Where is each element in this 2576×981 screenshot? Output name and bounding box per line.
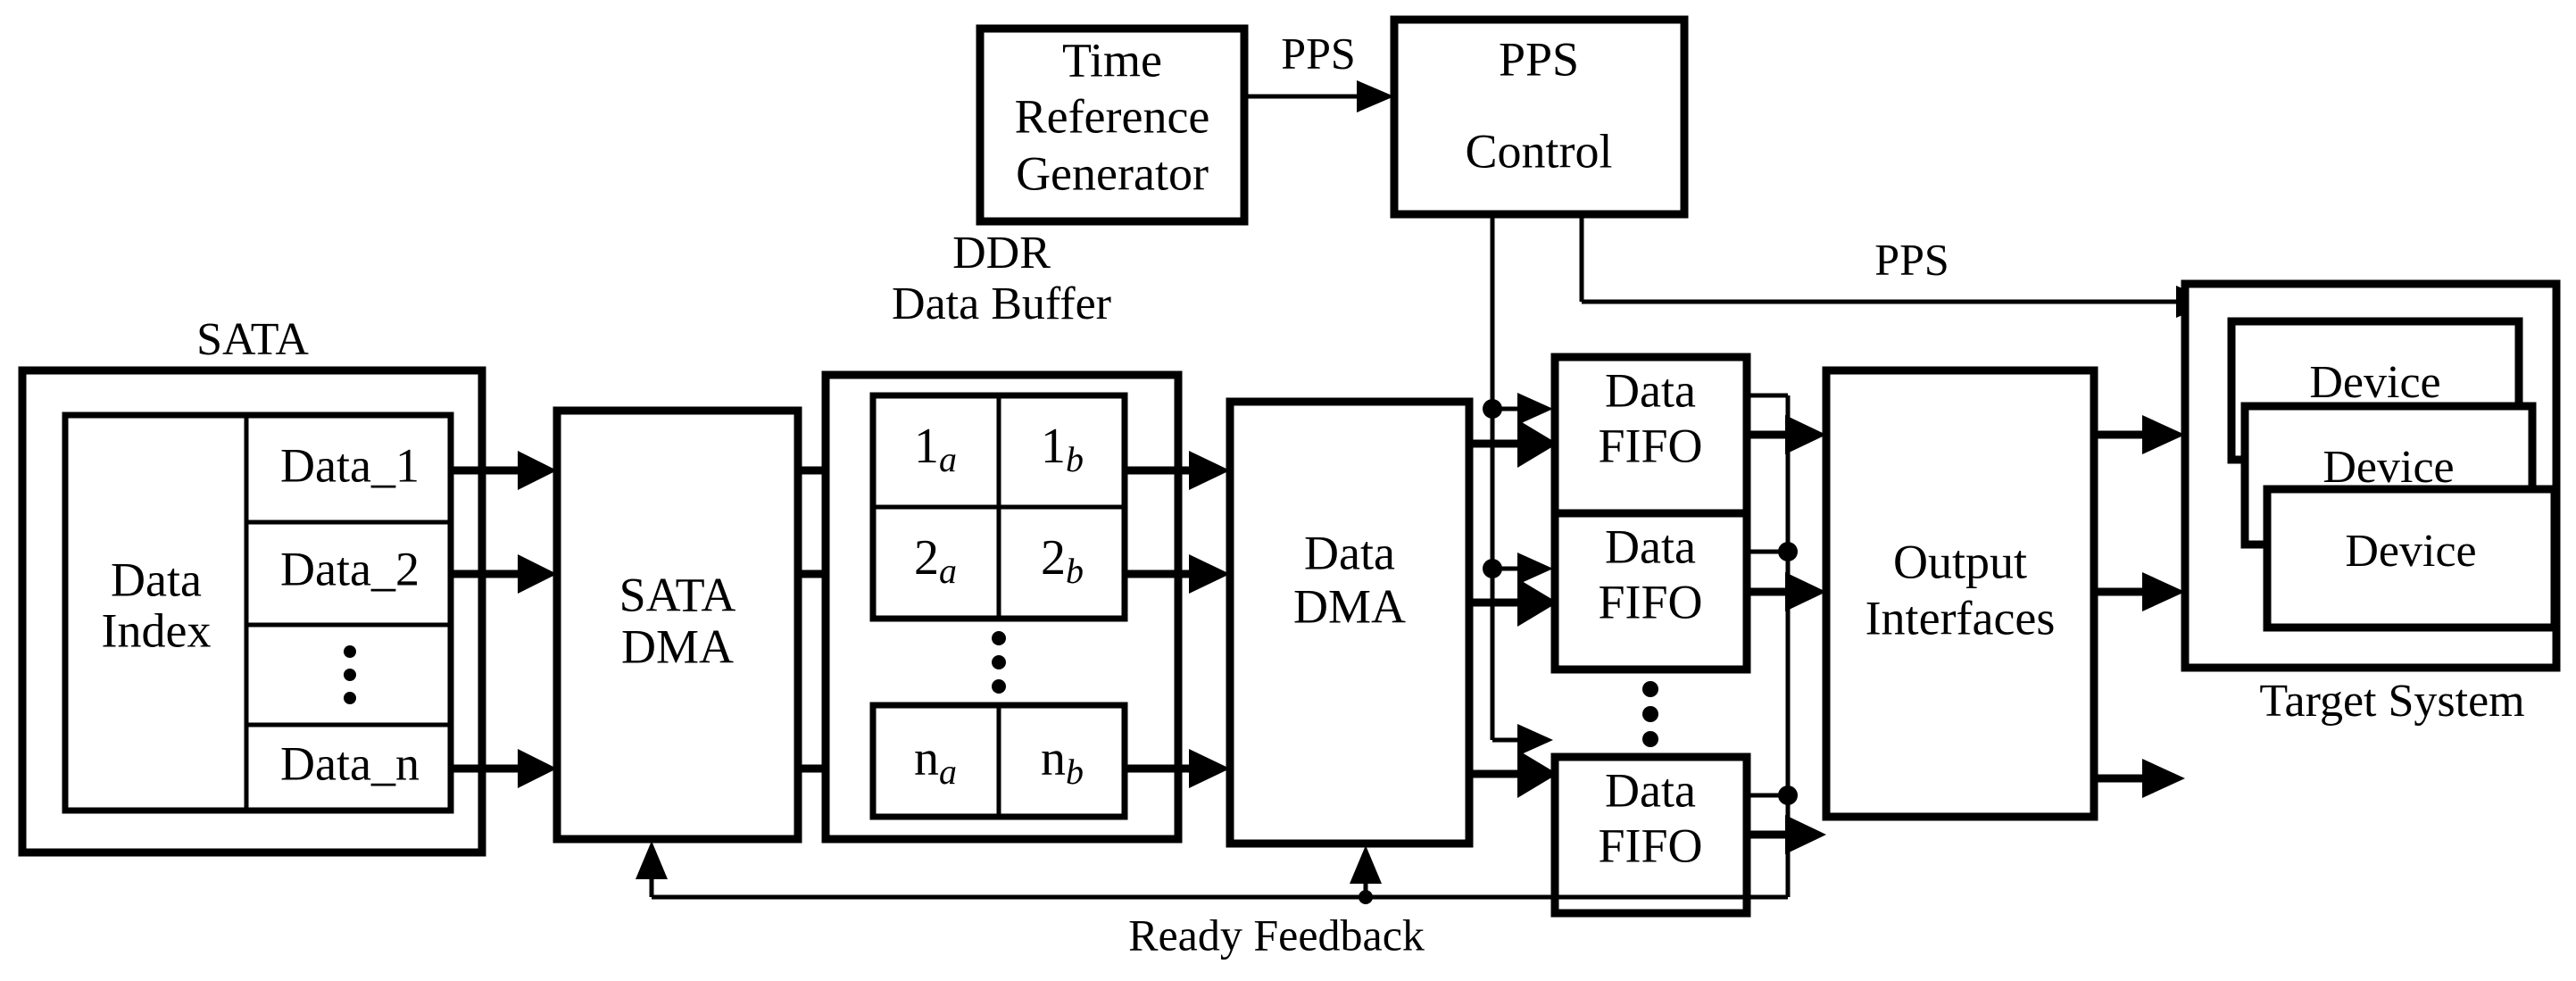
data-fifo-group: Data FIFO Data FIFO Data FIFO	[1550, 353, 1751, 918]
pps-control-line2: Control	[1465, 124, 1612, 178]
time-reference-generator-group: Time Reference Generator	[976, 24, 1249, 226]
target-device-label-1: Device	[2309, 357, 2440, 408]
data-fifo-3-line2: FIFO	[1598, 819, 1702, 872]
sata-data-index-line1: Data	[111, 553, 202, 606]
target-device-box-3	[2263, 485, 2559, 632]
data-dma-to-fifo-wires	[1469, 420, 1558, 798]
sata-block-group: SATA Data Index Data_1 Data_2 Data_n	[18, 314, 486, 857]
ddr-cell-nb: nb	[1041, 731, 1084, 792]
ready-feedback-junction-dot	[1359, 890, 1373, 904]
data-fifo-3-line1: Data	[1605, 763, 1696, 817]
ddr-to-data-dma-wires	[1125, 451, 1230, 788]
sata-label: SATA	[196, 314, 309, 365]
data-fifo-2-line2: FIFO	[1598, 575, 1702, 628]
sata-dma-line2: DMA	[621, 619, 734, 673]
sata-data-index-line2: Index	[102, 603, 212, 657]
output-interfaces-group: Output Interfaces	[1822, 366, 2098, 821]
sata-vertical-ellipsis-icon	[344, 645, 356, 704]
ddr-cell-2a: 2a	[914, 530, 957, 591]
sata-entry-data-2: Data_2	[280, 542, 420, 595]
data-dma-box	[1226, 397, 1474, 848]
ddr-cell-2b: 2b	[1041, 530, 1084, 591]
target-system-label: Target System	[2259, 676, 2524, 727]
time-reference-generator-box	[976, 24, 1249, 226]
fifo-vertical-ellipsis-icon	[1642, 681, 1658, 747]
sata-entry-data-n: Data_n	[280, 736, 420, 790]
pps-signal-label-2: PPS	[1874, 234, 1949, 284]
sata-entry-data-1: Data_1	[280, 438, 420, 492]
data-fifo-1-line2: FIFO	[1598, 419, 1702, 472]
pps-trg-to-control-wire: PPS	[1244, 28, 1394, 112]
target-system-group: Device Device Device Target System	[2181, 279, 2561, 727]
sata-to-sata-dma-wires	[451, 451, 557, 788]
sata-index-table	[62, 412, 454, 814]
sata-dma-block-group: SATA DMA	[553, 406, 802, 844]
ddr-label-line1: DDR	[952, 228, 1051, 279]
trg-line3: Generator	[1016, 146, 1209, 200]
data-dma-group: Data DMA	[1226, 397, 1474, 848]
data-dma-line2: DMA	[1293, 579, 1406, 633]
ready-feedback-label: Ready Feedback	[1128, 910, 1425, 960]
data-dma-line1: Data	[1304, 526, 1395, 579]
target-device-label-3: Device	[2345, 526, 2476, 577]
fifo-to-output-interfaces-wires	[1747, 393, 1826, 897]
data-fifo-box-3	[1550, 752, 1751, 918]
ddr-cell-1b: 1b	[1041, 419, 1084, 479]
ddr-vertical-ellipsis-icon	[992, 631, 1006, 694]
data-fifo-2-line1: Data	[1605, 520, 1696, 573]
output-interfaces-line2: Interfaces	[1866, 591, 2056, 644]
output-interfaces-to-target-wires	[2094, 415, 2185, 798]
trg-line1: Time	[1062, 33, 1162, 87]
ddr-cell-1a: 1a	[914, 419, 957, 479]
sata-dma-box	[553, 406, 802, 844]
pps-signal-label-1: PPS	[1281, 28, 1355, 78]
pps-control-group: PPS Control	[1390, 15, 1689, 219]
pps-control-line1: PPS	[1499, 32, 1579, 86]
ddr-label-line2: Data Buffer	[892, 279, 1111, 329]
target-device-label-2: Device	[2323, 442, 2454, 493]
pps-control-box	[1390, 15, 1689, 219]
ddr-cell-na: na	[914, 731, 957, 792]
sata-dma-line1: SATA	[619, 568, 736, 621]
data-fifo-1-line1: Data	[1605, 363, 1696, 417]
ddr-data-buffer-group: DDR Data Buffer 1a 1b 2a 2b na	[821, 228, 1183, 844]
ready-feedback-bus: Ready Feedback	[636, 841, 1788, 960]
trg-line2: Reference	[1015, 89, 1210, 143]
output-interfaces-line1: Output	[1893, 535, 2027, 588]
